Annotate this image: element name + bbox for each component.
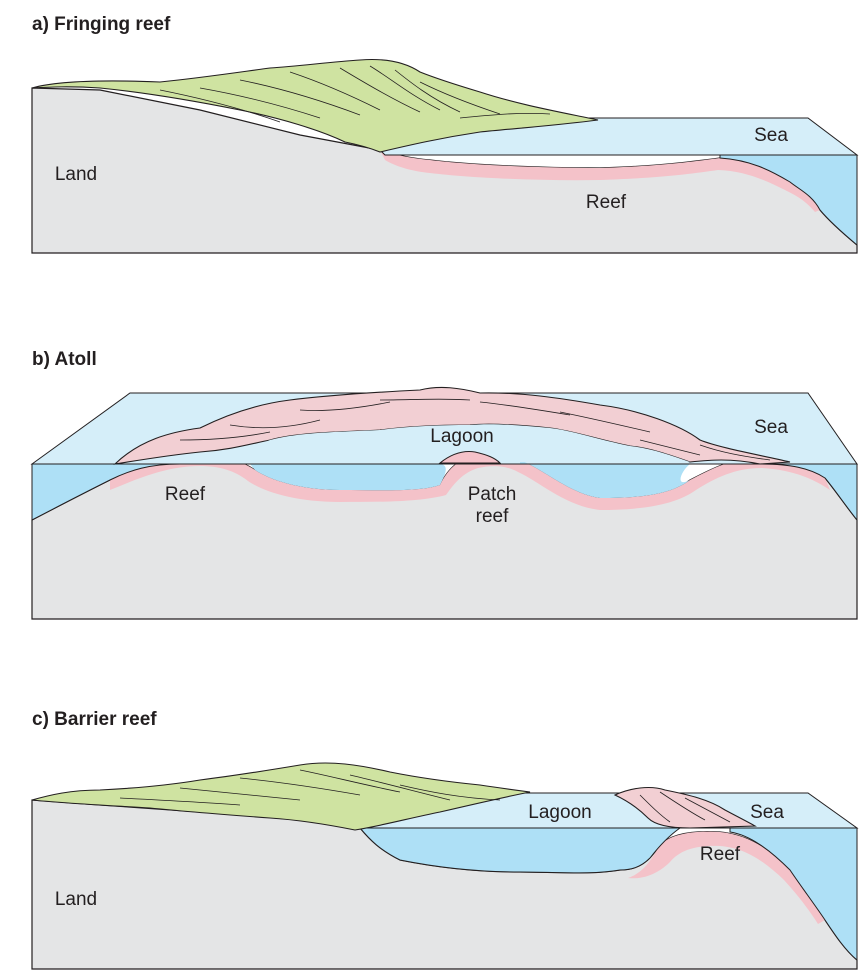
sea-water-front [729,827,858,962]
lagoon-water [355,827,682,874]
barrier-reef-ridges [639,791,731,823]
sea-water-front [31,463,181,521]
atoll-reef-band [110,453,830,510]
panel-a-title: a) Fringing reef [32,14,171,35]
fringing-reef-diagram: Land Sea Reef [31,58,859,254]
atoll-diagram: Lagoon Sea Reef Patch reef [30,386,858,620]
panel-c-title: c) Barrier reef [32,709,157,730]
panel-b-title: b) Atoll [32,349,97,370]
land-label: Land [55,164,97,185]
patch-reef-label-line1: Patch [468,484,517,505]
land-vegetation [31,762,531,831]
sea-label: Sea [754,417,788,438]
barrier-reef-band [628,831,825,924]
fringing-reef-band [380,150,820,212]
lagoon-water [250,460,690,498]
sea-label: Sea [754,125,788,146]
land-label: Land [55,889,97,910]
sea-label: Sea [750,802,784,823]
patch-reef-label-line2: reef [476,506,509,527]
vegetation-ridges [119,769,501,806]
reef-label: Reef [700,844,741,865]
lagoon-label: Lagoon [528,802,591,823]
vegetation-ridges [159,65,551,123]
reef-label: Reef [586,192,627,213]
patch-reef [438,451,502,464]
lagoon-label: Lagoon [430,426,493,447]
sea-water-front [719,154,858,247]
lagoon-surface [250,424,690,462]
reef-label: Reef [165,484,206,505]
atoll-ridges [179,398,771,461]
sea-water-front-right [759,463,858,522]
land-vegetation [31,58,599,153]
